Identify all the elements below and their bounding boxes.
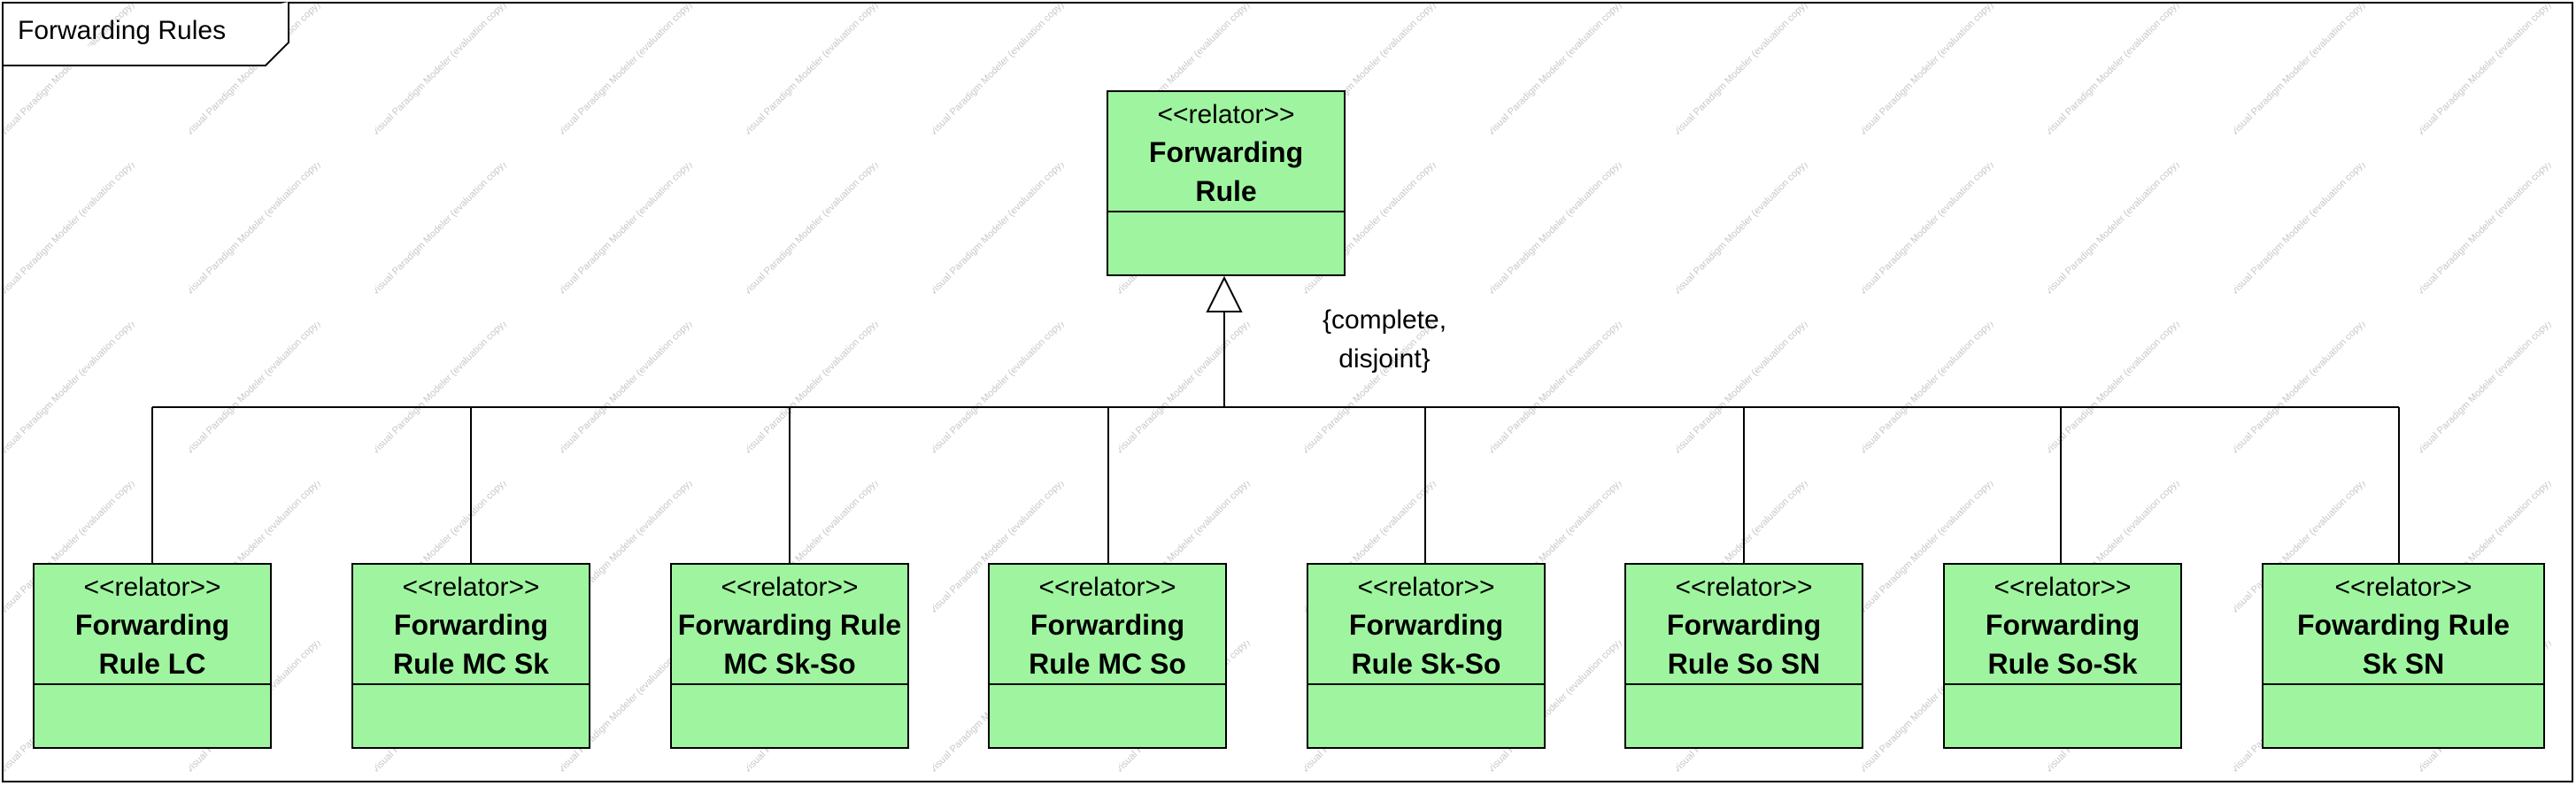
frame-title-tab xyxy=(2,2,289,66)
class-forwarding-rule-mc-sk-so[interactable]: <<relator>> Forwarding Rule MC Sk-So xyxy=(670,563,909,749)
class-stereotype: <<relator>> xyxy=(1038,573,1176,602)
class-stereotype: <<relator>> xyxy=(2334,573,2472,602)
class-name: Forwarding Rule LC xyxy=(74,609,230,680)
class-name: Forwarding Rule So SN xyxy=(1666,609,1822,680)
generalization-set-constraint: {complete, disjoint} xyxy=(1278,301,1491,379)
class-name: Forwarding Rule MC So xyxy=(1029,609,1186,680)
class-header: <<relator>> Forwarding Rule So SN xyxy=(1626,565,1862,685)
class-header: <<relator>> Forwarding Rule MC Sk xyxy=(353,565,589,685)
class-name: Forwarding Rule xyxy=(1148,136,1304,207)
class-name: Forwarding Rule Sk-So xyxy=(1348,609,1504,680)
class-name: Forwarding Rule MC Sk xyxy=(392,609,550,680)
class-stereotype: <<relator>> xyxy=(402,573,540,602)
class-fowarding-rule-sk-sn[interactable]: <<relator>> Fowarding Rule Sk SN xyxy=(2262,563,2545,749)
class-forwarding-rule-mc-so[interactable]: <<relator>> Forwarding Rule MC So xyxy=(988,563,1227,749)
class-stereotype: <<relator>> xyxy=(1357,573,1495,602)
class-forwarding-rule-mc-sk[interactable]: <<relator>> Forwarding Rule MC Sk xyxy=(351,563,590,749)
class-stereotype: <<relator>> xyxy=(1157,100,1295,129)
class-stereotype: <<relator>> xyxy=(1675,573,1813,602)
frame-title: Forwarding Rules xyxy=(18,16,227,45)
class-forwarding-rule-so-sk[interactable]: <<relator>> Forwarding Rule So-Sk xyxy=(1943,563,2182,749)
class-header: <<relator>> Fowarding Rule Sk SN xyxy=(2264,565,2543,685)
constraint-line-1: {complete, xyxy=(1322,305,1447,335)
class-stereotype: <<relator>> xyxy=(721,573,859,602)
class-header: <<relator>> Forwarding Rule LC xyxy=(35,565,270,685)
class-forwarding-rule-so-sn[interactable]: <<relator>> Forwarding Rule So SN xyxy=(1624,563,1863,749)
class-forwarding-rule-lc[interactable]: <<relator>> Forwarding Rule LC xyxy=(33,563,272,749)
class-header: <<relator>> Forwarding Rule MC So xyxy=(990,565,1225,685)
class-name: Forwarding Rule So-Sk xyxy=(1985,609,2140,680)
class-stereotype: <<relator>> xyxy=(83,573,221,602)
class-forwarding-rule-sk-so[interactable]: <<relator>> Forwarding Rule Sk-So xyxy=(1307,563,1546,749)
class-forwarding-rule[interactable]: <<relator>> Forwarding Rule xyxy=(1107,90,1346,276)
class-header: <<relator>> Forwarding Rule So-Sk xyxy=(1945,565,2180,685)
class-stereotype: <<relator>> xyxy=(1994,573,2132,602)
class-header: <<relator>> Forwarding Rule xyxy=(1108,92,1344,212)
constraint-line-2: disjoint} xyxy=(1338,344,1431,374)
class-header: <<relator>> Forwarding Rule Sk-So xyxy=(1308,565,1544,685)
class-name: Forwarding Rule MC Sk-So xyxy=(677,609,902,680)
generalization-arrowhead xyxy=(1206,275,1243,312)
class-name: Fowarding Rule Sk SN xyxy=(2297,609,2510,680)
class-header: <<relator>> Forwarding Rule MC Sk-So xyxy=(672,565,907,685)
